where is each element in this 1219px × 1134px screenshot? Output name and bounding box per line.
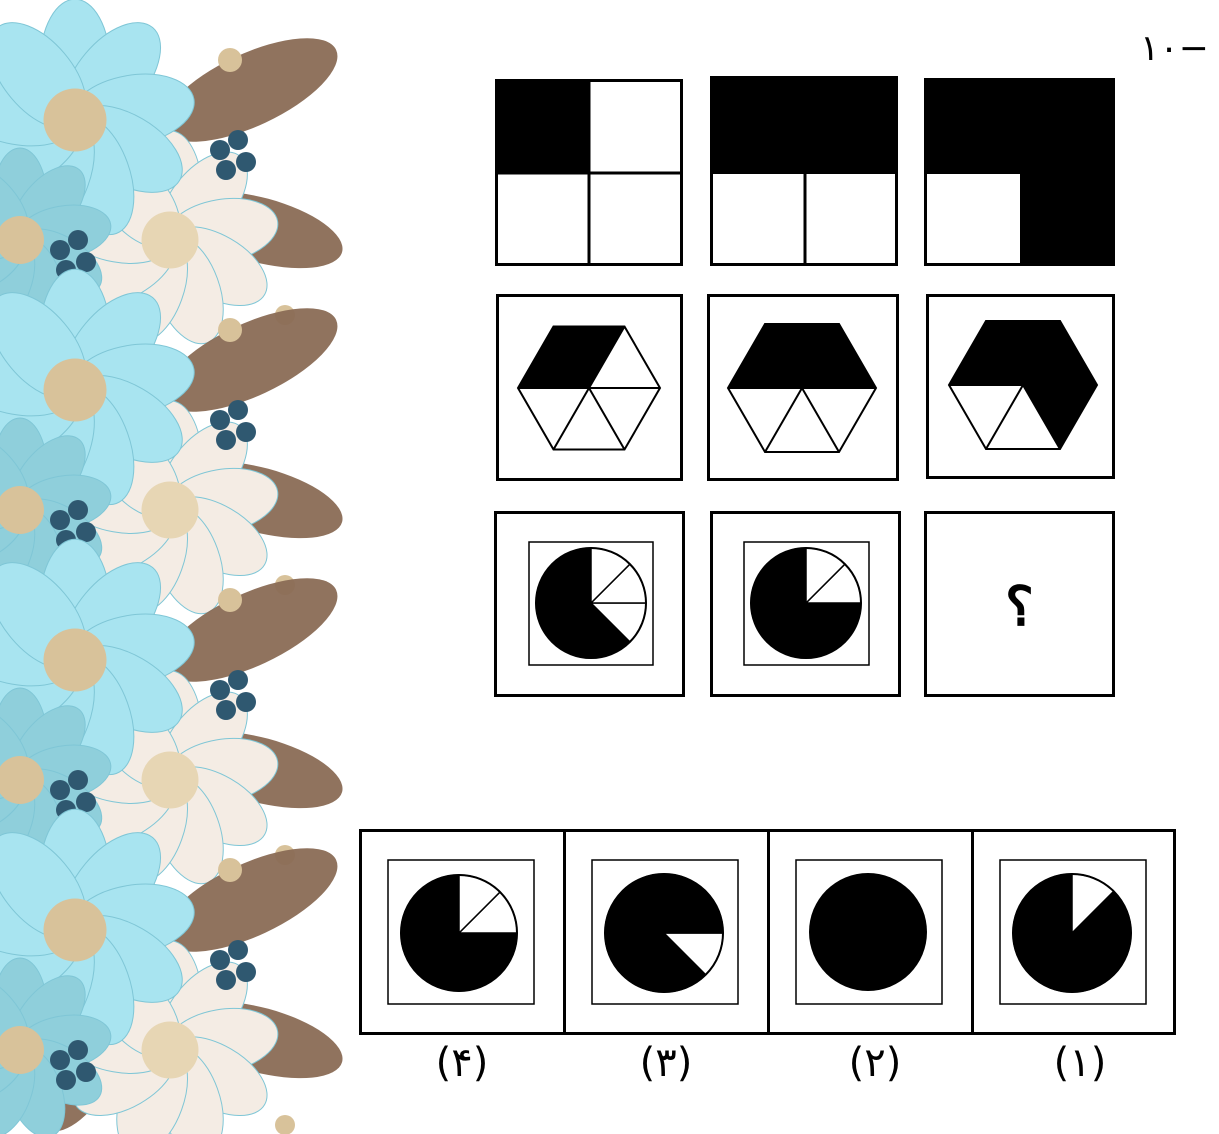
option-1[interactable]	[974, 832, 1176, 1032]
matrix-cell-r2c3	[926, 294, 1115, 479]
wheel-outline	[1012, 873, 1132, 993]
circle-figure-r3c1	[528, 541, 654, 666]
wheel-outline	[604, 873, 724, 993]
matrix-cell-r3c3: ؟	[924, 511, 1115, 697]
option-divider	[563, 832, 566, 1032]
matrix-cell-r2c1	[496, 294, 683, 481]
answer-options	[359, 829, 1176, 1035]
option-3[interactable]	[566, 832, 769, 1032]
option-divider	[971, 832, 974, 1032]
matrix-cell-r1c2	[710, 76, 898, 266]
floral-border-decoration	[0, 0, 360, 1134]
question-number: −۱۰	[1140, 28, 1209, 69]
matrix-cell-r3c2	[710, 511, 901, 697]
matrix-cell-r3c1	[494, 511, 685, 697]
option-label-1: (۱)	[1053, 1040, 1107, 1086]
wheel-outline	[535, 547, 647, 659]
option-2[interactable]	[770, 832, 973, 1032]
wheel-outline	[400, 874, 518, 992]
matrix-cell-r2c2	[707, 294, 899, 481]
option-label-2: (۲)	[848, 1040, 902, 1086]
option-label-3: (۳)	[639, 1040, 693, 1086]
unknown-question-mark: ؟	[1005, 574, 1034, 638]
option-4[interactable]	[362, 832, 565, 1032]
matrix-cell-r1c3	[924, 78, 1115, 266]
matrix-cell-r1c1	[495, 79, 683, 266]
circle-figure-r3c2	[743, 541, 870, 666]
option-label-4: (۴)	[435, 1040, 489, 1086]
wheel-outline	[750, 547, 862, 659]
option-divider	[767, 832, 770, 1032]
